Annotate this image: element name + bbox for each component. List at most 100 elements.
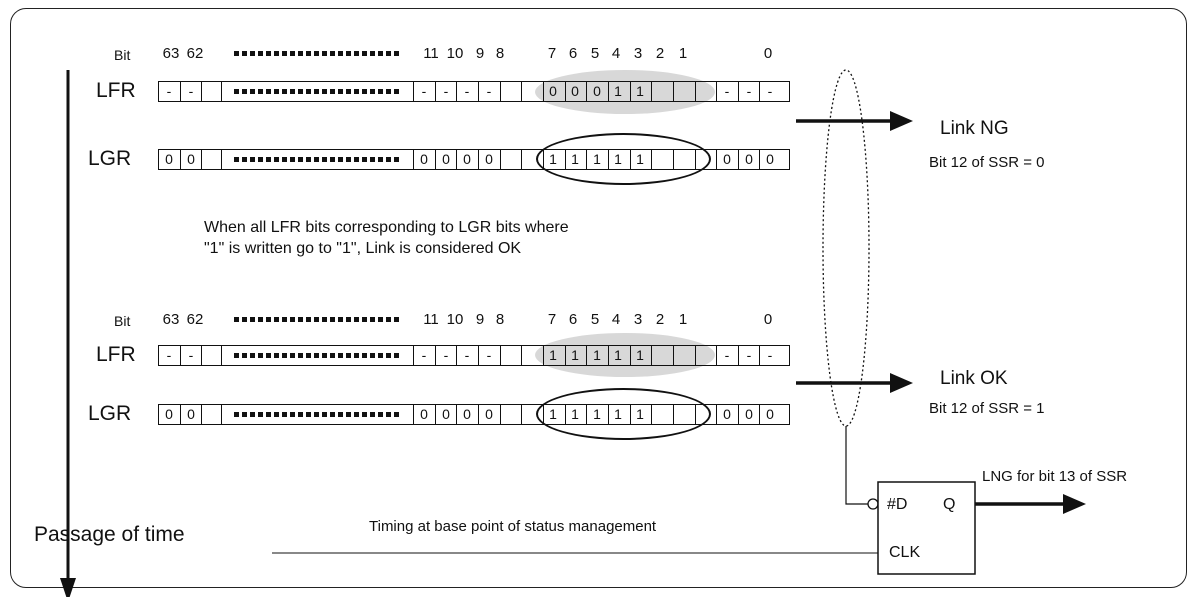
bit-ellipsis xyxy=(234,89,400,94)
bit-number: 9 xyxy=(475,45,485,62)
bit-cell: 1 xyxy=(636,347,644,363)
link-ok-detail: Bit 12 of SSR = 1 xyxy=(929,400,1045,417)
bit-number: 0 xyxy=(763,311,773,328)
bit-cell: - xyxy=(421,83,427,99)
bit-cell: 0 xyxy=(549,83,557,99)
bit-cell: - xyxy=(421,347,427,363)
bit-cell: 0 xyxy=(593,83,601,99)
time-arrow-head xyxy=(60,578,76,597)
q-output-arrow-head xyxy=(1063,494,1086,514)
bit-cell: 1 xyxy=(614,347,622,363)
bit-number: 1 xyxy=(678,311,688,328)
d-input-wire xyxy=(845,426,868,505)
bit-number: 3 xyxy=(633,311,643,328)
bit-cell: 0 xyxy=(723,406,731,422)
bit-cell: - xyxy=(724,347,730,363)
bit-cell: - xyxy=(464,83,470,99)
bit-cell: 1 xyxy=(549,347,557,363)
bit-number: 4 xyxy=(611,311,621,328)
flipflop-box xyxy=(877,481,976,575)
bit-number: 9 xyxy=(475,311,485,328)
bit-number: 10 xyxy=(446,45,464,62)
bit-number: 4 xyxy=(611,45,621,62)
flipflop-q-label: Q xyxy=(943,496,956,513)
bit-ellipsis xyxy=(234,353,400,358)
bit-number: 3 xyxy=(633,45,643,62)
register-label: LGR xyxy=(88,402,132,425)
bit-cell: 0 xyxy=(420,406,428,422)
bit-cell: - xyxy=(746,83,752,99)
bit-number: 62 xyxy=(186,311,204,328)
bit-cell: 0 xyxy=(723,151,731,167)
bit-cell: 0 xyxy=(187,406,195,422)
bit-cell: 1 xyxy=(614,83,622,99)
bit-cell: 1 xyxy=(636,83,644,99)
bit-cell: - xyxy=(188,83,194,99)
dotted-ellipse xyxy=(822,69,870,427)
bit-number: 63 xyxy=(162,45,180,62)
bit-number: 5 xyxy=(590,311,600,328)
bit-cell: 0 xyxy=(420,151,428,167)
bit-cell: 0 xyxy=(485,151,493,167)
bit-cell: - xyxy=(486,347,492,363)
link-ok-arrow-head xyxy=(890,373,913,393)
bit-cell: - xyxy=(443,347,449,363)
lgr-set-bits-oval xyxy=(536,388,711,440)
bit-cell: - xyxy=(486,83,492,99)
register-label: LFR xyxy=(96,79,136,102)
lgr-set-bits-oval xyxy=(536,133,711,185)
bit-cell: 0 xyxy=(442,406,450,422)
bit-cell: 0 xyxy=(745,406,753,422)
bit-number: 6 xyxy=(568,45,578,62)
bit-cell: - xyxy=(443,83,449,99)
time-label: Passage of time xyxy=(34,523,185,546)
bit-cell: 0 xyxy=(766,406,774,422)
bit-number: 63 xyxy=(162,311,180,328)
bit-cell: - xyxy=(166,83,172,99)
bit-number: 1 xyxy=(678,45,688,62)
bit-cell: 0 xyxy=(745,151,753,167)
bit-cell: 0 xyxy=(187,151,195,167)
bit-cell: 0 xyxy=(571,83,579,99)
bit-cell: - xyxy=(166,347,172,363)
bit-cell: - xyxy=(767,347,773,363)
bit-number: 62 xyxy=(186,45,204,62)
link-ok-title: Link OK xyxy=(940,368,1008,389)
bit-number: 0 xyxy=(763,45,773,62)
bit-cell: - xyxy=(464,347,470,363)
bit-cell: - xyxy=(746,347,752,363)
bit-number: 5 xyxy=(590,45,600,62)
register-label: LGR xyxy=(88,147,132,170)
bit-cell: 0 xyxy=(165,151,173,167)
bit-cell: - xyxy=(724,83,730,99)
bit-ellipsis xyxy=(234,51,400,56)
bit-number: 6 xyxy=(568,311,578,328)
link-ng-detail: Bit 12 of SSR = 0 xyxy=(929,154,1045,171)
flipflop-output-label: LNG for bit 13 of SSR xyxy=(982,468,1128,485)
bit-number: 2 xyxy=(655,45,665,62)
bit-ellipsis xyxy=(234,317,400,322)
bit-cell: 0 xyxy=(463,406,471,422)
bit-number: 2 xyxy=(655,311,665,328)
register-label: LFR xyxy=(96,343,136,366)
bit-cell: 0 xyxy=(442,151,450,167)
flipflop-clk-label: CLK xyxy=(889,544,921,561)
bit-ellipsis xyxy=(234,412,400,417)
bit-cell: - xyxy=(188,347,194,363)
inversion-bubble xyxy=(867,498,879,510)
link-ng-arrow-head xyxy=(890,111,913,131)
bit-cell: 0 xyxy=(165,406,173,422)
flipflop-d-label: #D xyxy=(887,496,908,513)
bit-number: 7 xyxy=(547,45,557,62)
bit-cell: 1 xyxy=(571,347,579,363)
bit-number: 10 xyxy=(446,311,464,328)
bit-number: 11 xyxy=(423,311,439,328)
bit-number: 11 xyxy=(423,45,439,62)
clock-timing-label: Timing at base point of status managemen… xyxy=(369,518,657,535)
bit-cell: 0 xyxy=(463,151,471,167)
bit-number: 8 xyxy=(495,45,505,62)
bit-cell: 0 xyxy=(766,151,774,167)
bit-label: Bit xyxy=(114,47,131,63)
bit-number: 7 xyxy=(547,311,557,328)
